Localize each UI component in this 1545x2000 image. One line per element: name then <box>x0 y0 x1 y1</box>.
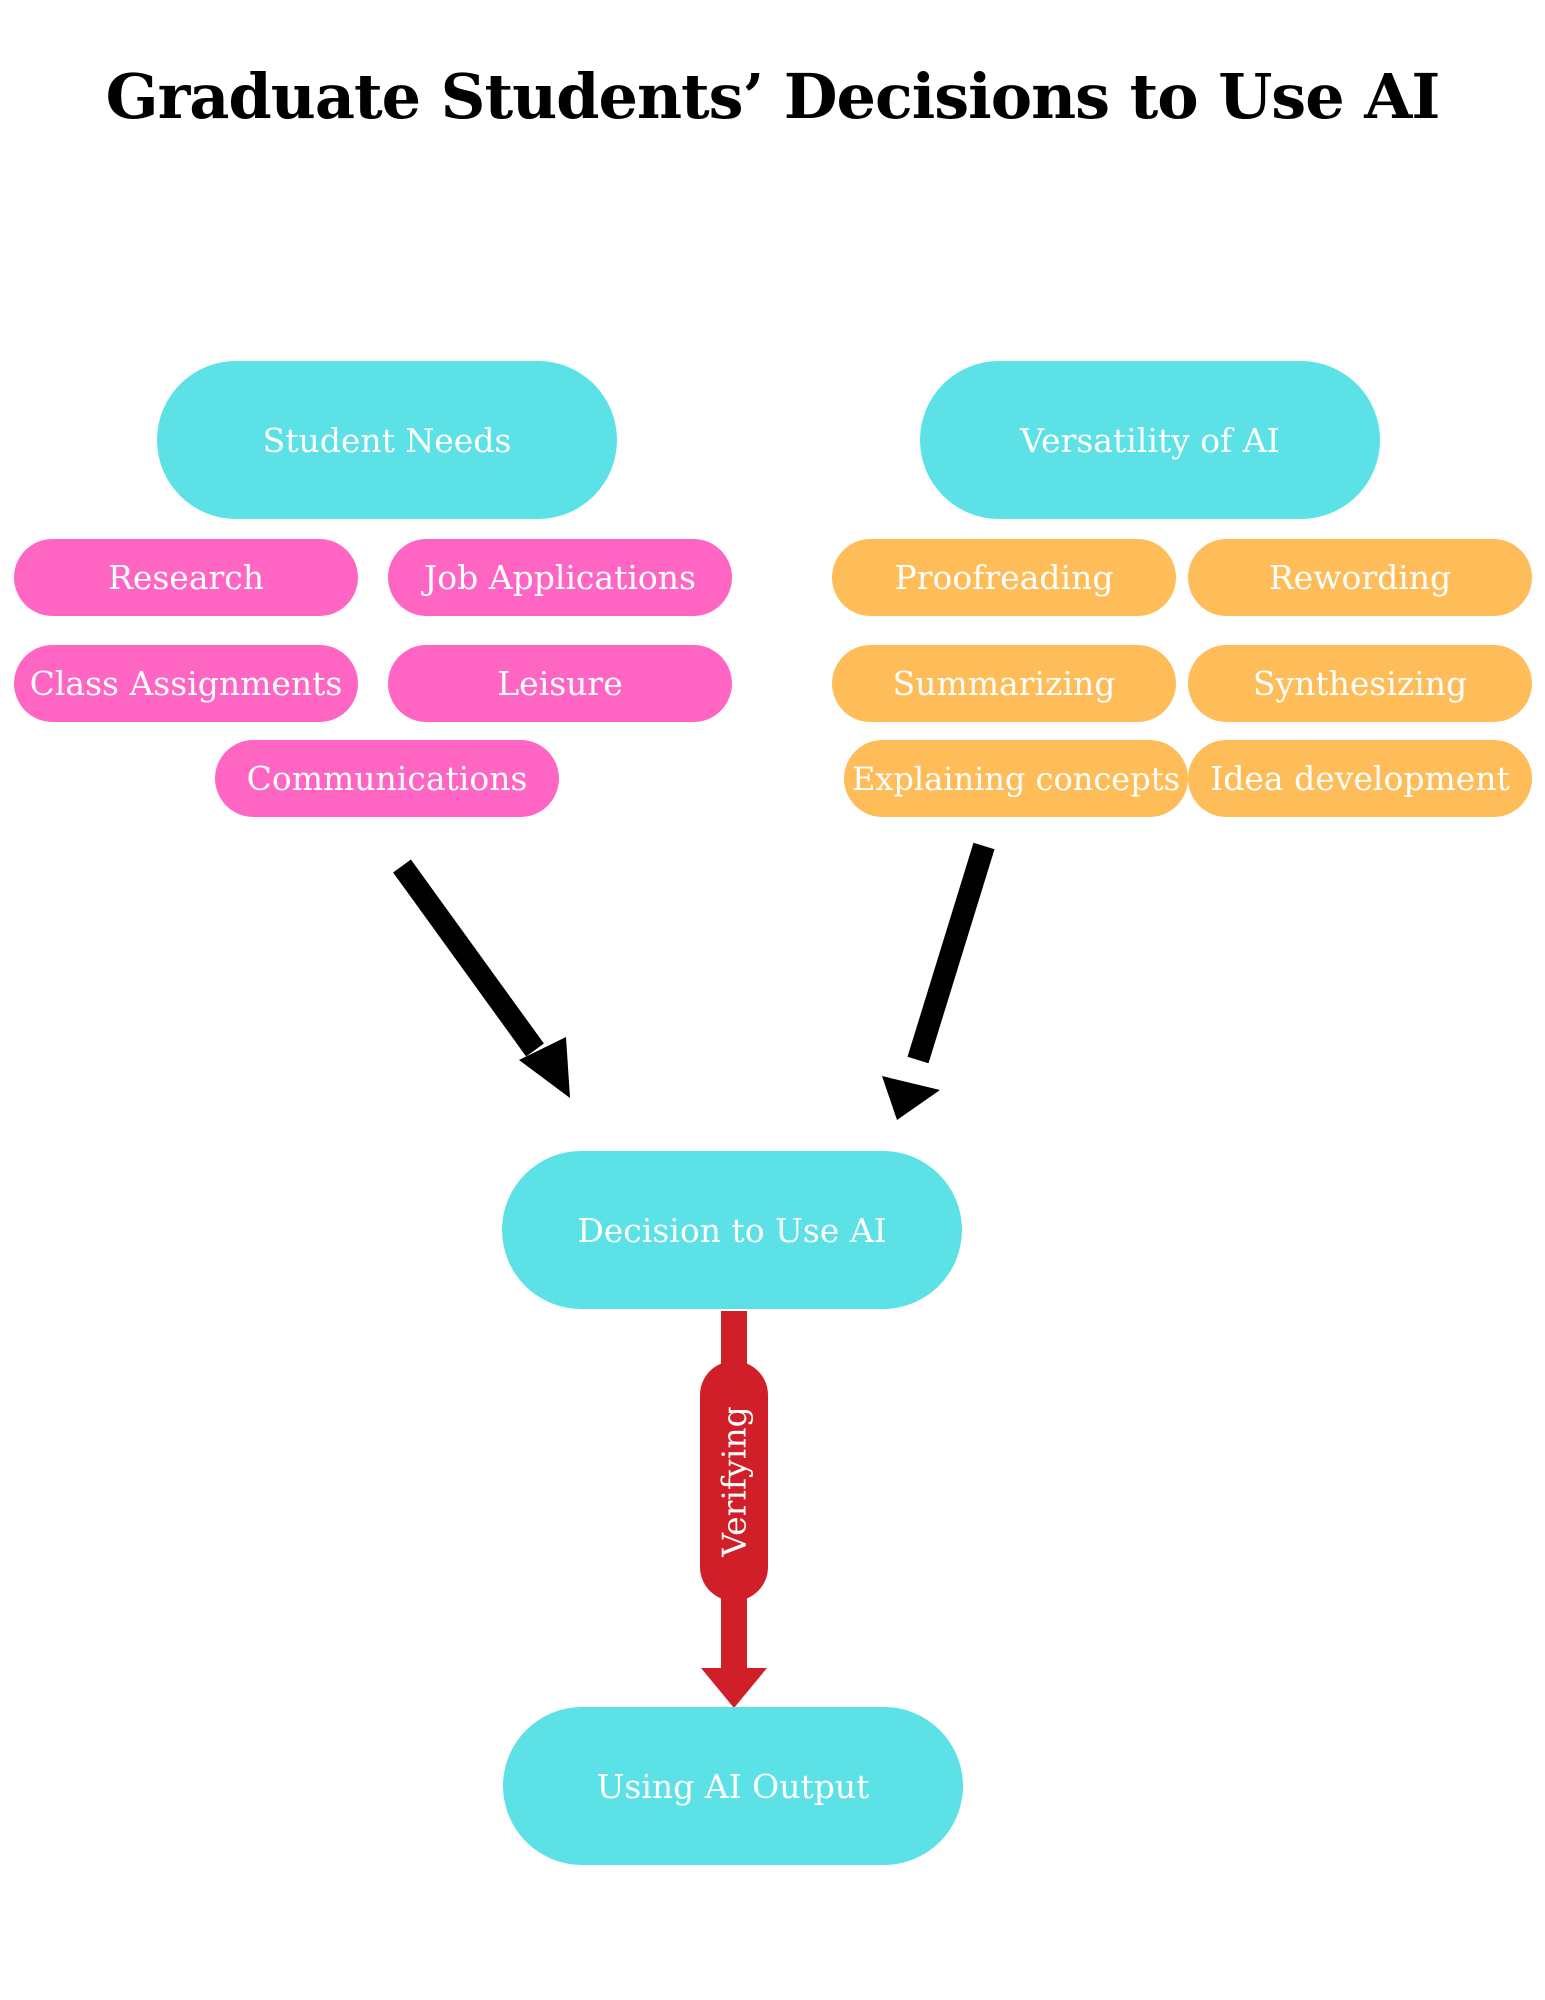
versatility-label: Idea development <box>1210 759 1510 798</box>
student-need-label: Leisure <box>497 664 623 703</box>
versatility-of-ai-node: Versatility of AI <box>920 361 1380 519</box>
decision-label: Decision to Use AI <box>577 1210 887 1250</box>
student-needs-node: Student Needs <box>157 361 617 519</box>
student-needs-to-decision-arrow <box>393 859 570 1098</box>
student-need-label: Job Applications <box>424 558 696 597</box>
versatility-idea-development: Idea development <box>1188 740 1532 817</box>
student-need-leisure: Leisure <box>388 645 732 722</box>
versatility-label: Synthesizing <box>1252 664 1468 703</box>
versatility-of-ai-label: Versatility of AI <box>1020 420 1280 460</box>
versatility-to-decision-arrow <box>882 842 995 1120</box>
decision-node: Decision to Use AI <box>502 1151 962 1309</box>
versatility-synthesizing: Synthesizing <box>1188 645 1532 722</box>
student-need-label: Communications <box>246 759 528 798</box>
versatility-label: Proofreading <box>894 558 1114 597</box>
diagram-title: Graduate Students’ Decisions to Use AI <box>105 60 1441 133</box>
versatility-label: Summarizing <box>892 664 1116 703</box>
student-need-label: Class Assignments <box>29 664 343 703</box>
using-ai-output-node: Using AI Output <box>503 1707 963 1865</box>
versatility-label: Rewording <box>1268 558 1452 597</box>
student-need-class-assignments: Class Assignments <box>14 645 358 722</box>
versatility-rewording: Rewording <box>1188 539 1532 616</box>
versatility-proofreading: Proofreading <box>832 539 1176 616</box>
versatility-explaining-concepts: Explaining concepts <box>844 740 1188 817</box>
versatility-label: Explaining concepts <box>852 759 1180 798</box>
using-ai-output-label: Using AI Output <box>596 1766 870 1806</box>
student-needs-label: Student Needs <box>262 420 512 460</box>
verifying-arrow <box>700 1311 768 1708</box>
versatility-summarizing: Summarizing <box>832 645 1176 722</box>
student-need-job-applications: Job Applications <box>388 539 732 616</box>
student-need-research: Research <box>14 539 358 616</box>
student-need-label: Research <box>107 558 265 597</box>
student-need-communications: Communications <box>215 740 559 817</box>
